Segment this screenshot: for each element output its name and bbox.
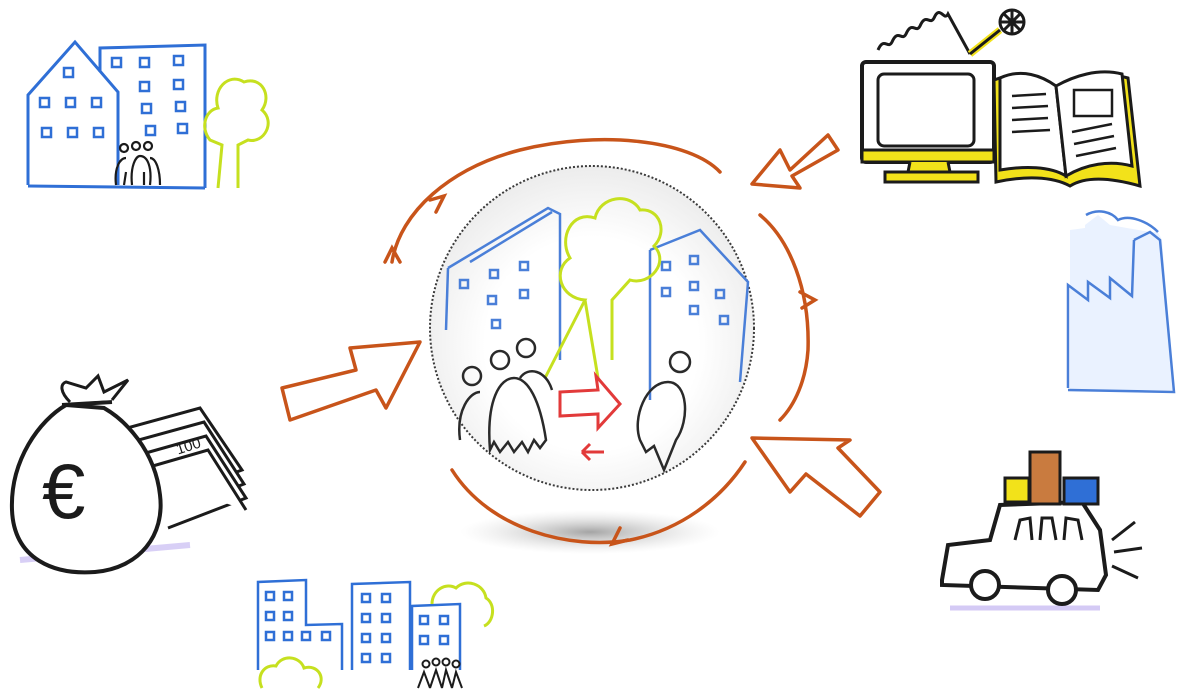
- television-icon: [860, 60, 996, 184]
- arrow-from-money: [280, 340, 422, 422]
- globe-tree: [543, 197, 663, 379]
- arrow-from-car: [750, 436, 882, 518]
- microphone-icon: [876, 8, 1026, 57]
- arrow-from-media: [750, 133, 840, 190]
- neighborhood-globe: [429, 165, 755, 554]
- residents-icon: [114, 140, 162, 186]
- money-bag-icon: [9, 373, 163, 575]
- globe-residents: [458, 337, 692, 474]
- cycle-arrows: [383, 137, 819, 547]
- moving-car-icon: [940, 450, 1143, 611]
- apartment-building-icon: [26, 39, 270, 190]
- media-icon: [860, 8, 1142, 189]
- money-icon: [9, 373, 249, 575]
- city-buildings-icon: [256, 578, 494, 689]
- city-residents-icon: [417, 657, 463, 689]
- globe-move-arrows: [558, 371, 623, 462]
- book-icon: [992, 70, 1142, 189]
- tree-icon: [203, 77, 270, 189]
- factory-icon: [1066, 210, 1176, 394]
- euro-symbol: €: [42, 447, 86, 535]
